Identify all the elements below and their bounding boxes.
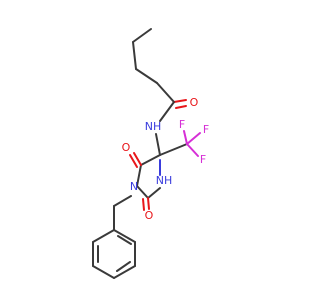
- bond-c4-c5: [140, 154, 161, 166]
- bond-ph-4: [92, 265, 115, 279]
- bond-c-f1: [183, 130, 188, 145]
- bond-amide-co-2: [175, 105, 187, 109]
- bond-c2-o-1: [147, 197, 150, 210]
- bond-c-f3: [186, 143, 199, 157]
- bond-c4-cf3: [159, 143, 188, 156]
- bond-n1-c2: [136, 185, 149, 199]
- bond-amide-cn: [159, 101, 175, 122]
- bond-ph-inner-1: [117, 235, 132, 245]
- atom-nh-ring: NH: [156, 174, 173, 187]
- bond-n-c4: [155, 133, 161, 156]
- bond-c-f2: [186, 132, 201, 145]
- atom-f3: F: [200, 153, 206, 166]
- bond-n1-ch2: [113, 195, 132, 207]
- bond-amide-co-1: [173, 99, 187, 103]
- bond-c5-n1: [136, 164, 142, 187]
- bond-c5-o-1: [133, 152, 142, 166]
- atom-o-c2: O: [145, 209, 154, 222]
- molecule-structure: O NH F F F O NH N O: [92, 28, 209, 279]
- bond-ph-3: [113, 265, 136, 279]
- atom-o-c5: O: [122, 141, 131, 154]
- bond-chain-2: [132, 41, 137, 70]
- atom-n-ring: N: [130, 180, 138, 193]
- bond-c2-n3: [147, 187, 161, 199]
- structure-canvas: O NH F F F O NH N O: [92, 28, 210, 279]
- atom-o-amide: O: [190, 96, 199, 109]
- bond-ph-1: [113, 229, 136, 243]
- atom-f1: F: [179, 118, 185, 131]
- bond-c5-o-2: [129, 154, 138, 168]
- bond-c2-o-2: [142, 198, 145, 211]
- atom-n-amide: NH: [145, 120, 162, 133]
- bond-chain-4: [156, 82, 175, 103]
- atom-f2: F: [203, 123, 209, 136]
- bond-chain-3: [135, 68, 158, 84]
- bond-chain-1: [132, 28, 152, 43]
- bond-ph-inner-2: [116, 261, 131, 272]
- bond-ph-6: [92, 229, 115, 243]
